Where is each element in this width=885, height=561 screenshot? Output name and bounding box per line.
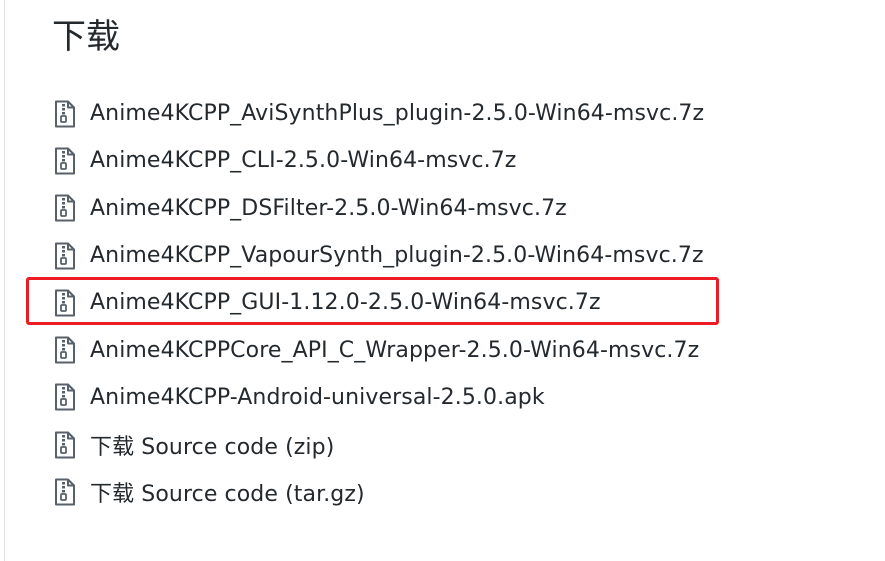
source-code-zip-link[interactable]: 下载 Source code (zip)	[90, 434, 335, 460]
downloads-heading: 下载	[52, 17, 120, 57]
source-code-targz-link[interactable]: 下载 Source code (tar.gz)	[90, 482, 365, 508]
asset-item: Anime4KCPPCore_API_C_Wrapper-2.5.0-Win64…	[52, 326, 704, 373]
asset-link[interactable]: Anime4KCPP_DSFilter-2.5.0-Win64-msvc.7z	[90, 195, 567, 221]
file-zip-icon	[52, 99, 78, 129]
asset-link[interactable]: Anime4KCPP_CLI-2.5.0-Win64-msvc.7z	[90, 148, 517, 174]
page-left-border	[4, 0, 5, 561]
file-zip-icon	[52, 193, 78, 223]
asset-link[interactable]: Anime4KCPP_VapourSynth_plugin-2.5.0-Win6…	[90, 243, 704, 269]
asset-item: Anime4KCPP_AviSynthPlus_plugin-2.5.0-Win…	[52, 90, 704, 137]
asset-link[interactable]: Anime4KCPP_GUI-1.12.0-2.5.0-Win64-msvc.7…	[90, 290, 601, 316]
file-zip-icon	[52, 477, 78, 507]
asset-link[interactable]: Anime4KCPPCore_API_C_Wrapper-2.5.0-Win64…	[90, 337, 700, 363]
file-zip-icon	[52, 146, 78, 176]
file-zip-icon	[52, 288, 78, 318]
asset-item: Anime4KCPP-Android-universal-2.5.0.apk	[52, 374, 704, 421]
asset-item: 下载 Source code (zip)	[52, 421, 704, 468]
file-zip-icon	[52, 430, 78, 460]
file-zip-icon	[52, 241, 78, 271]
file-zip-icon	[52, 382, 78, 412]
asset-item: Anime4KCPP_DSFilter-2.5.0-Win64-msvc.7z	[52, 185, 704, 232]
asset-link[interactable]: Anime4KCPP_AviSynthPlus_plugin-2.5.0-Win…	[90, 101, 705, 127]
highlight-annotation-box	[26, 277, 719, 325]
asset-item: 下载 Source code (tar.gz)	[52, 468, 704, 515]
asset-item-highlighted: Anime4KCPP_GUI-1.12.0-2.5.0-Win64-msvc.7…	[52, 279, 704, 326]
asset-item: Anime4KCPP_VapourSynth_plugin-2.5.0-Win6…	[52, 232, 704, 279]
asset-item: Anime4KCPP_CLI-2.5.0-Win64-msvc.7z	[52, 137, 704, 184]
file-zip-icon	[52, 335, 78, 365]
asset-list: Anime4KCPP_AviSynthPlus_plugin-2.5.0-Win…	[52, 90, 704, 516]
asset-link[interactable]: Anime4KCPP-Android-universal-2.5.0.apk	[90, 384, 545, 410]
